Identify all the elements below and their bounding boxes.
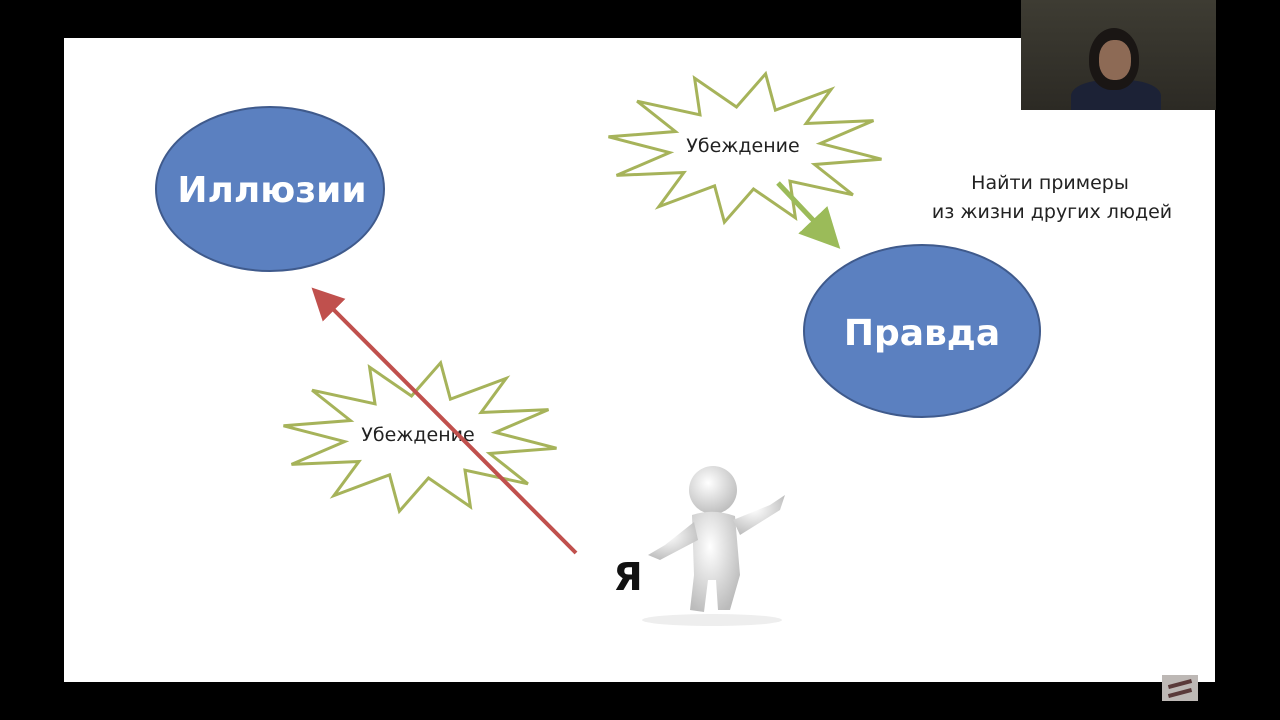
truth-ellipse [803,244,1041,418]
green-arrow [776,181,841,249]
belief-starburst-top [608,70,882,226]
note-line-1: Найти примеры [971,172,1129,194]
truth-label: Правда [844,313,1000,354]
belief-bottom-label: Убеждение [361,424,474,446]
note-line-2: из жизни других людей [932,201,1172,223]
screen-share-icon[interactable] [1162,675,1198,701]
red-arrow [311,287,578,555]
belief-starburst-bottom [283,359,557,515]
illusions-ellipse [155,106,385,272]
person-figure-icon [642,466,785,626]
illusions-label: Иллюзии [177,170,366,211]
belief-top-label: Убеждение [686,135,799,157]
me-label: Я [613,555,642,599]
presenter-face [1099,40,1131,80]
webcam-video-thumbnail[interactable] [1021,0,1216,110]
